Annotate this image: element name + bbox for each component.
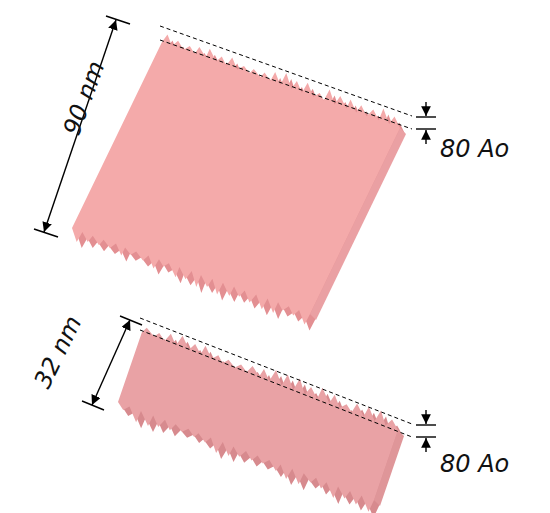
dimension-label: 80 Ao bbox=[440, 137, 509, 161]
dashed-guide bbox=[140, 330, 412, 437]
thickness-arrow bbox=[425, 102, 426, 116]
dimension-tick bbox=[120, 316, 142, 325]
dimension-tick bbox=[416, 424, 436, 425]
dashed-guide bbox=[160, 40, 412, 129]
dimension-tick bbox=[416, 116, 436, 117]
thickness-arrow bbox=[425, 130, 426, 144]
dimension-tick bbox=[416, 128, 436, 129]
dashed-guide bbox=[160, 26, 412, 116]
dimension-tick bbox=[82, 401, 104, 410]
slab-face bbox=[118, 328, 398, 512]
dimension-tick bbox=[416, 436, 436, 437]
dimension-label: 80 Ao bbox=[440, 452, 509, 476]
dimension-line bbox=[92, 320, 130, 405]
dashed-guide bbox=[140, 318, 412, 424]
dimension-label: 32 nm bbox=[30, 312, 85, 392]
dimension-tick bbox=[34, 229, 58, 237]
slab-face bbox=[72, 35, 400, 325]
dimension-tick bbox=[106, 16, 130, 24]
dimension-line bbox=[44, 20, 116, 232]
thickness-arrow bbox=[425, 410, 426, 424]
dimension-label: 90 nm bbox=[60, 58, 109, 138]
thickness-arrow bbox=[425, 438, 426, 452]
